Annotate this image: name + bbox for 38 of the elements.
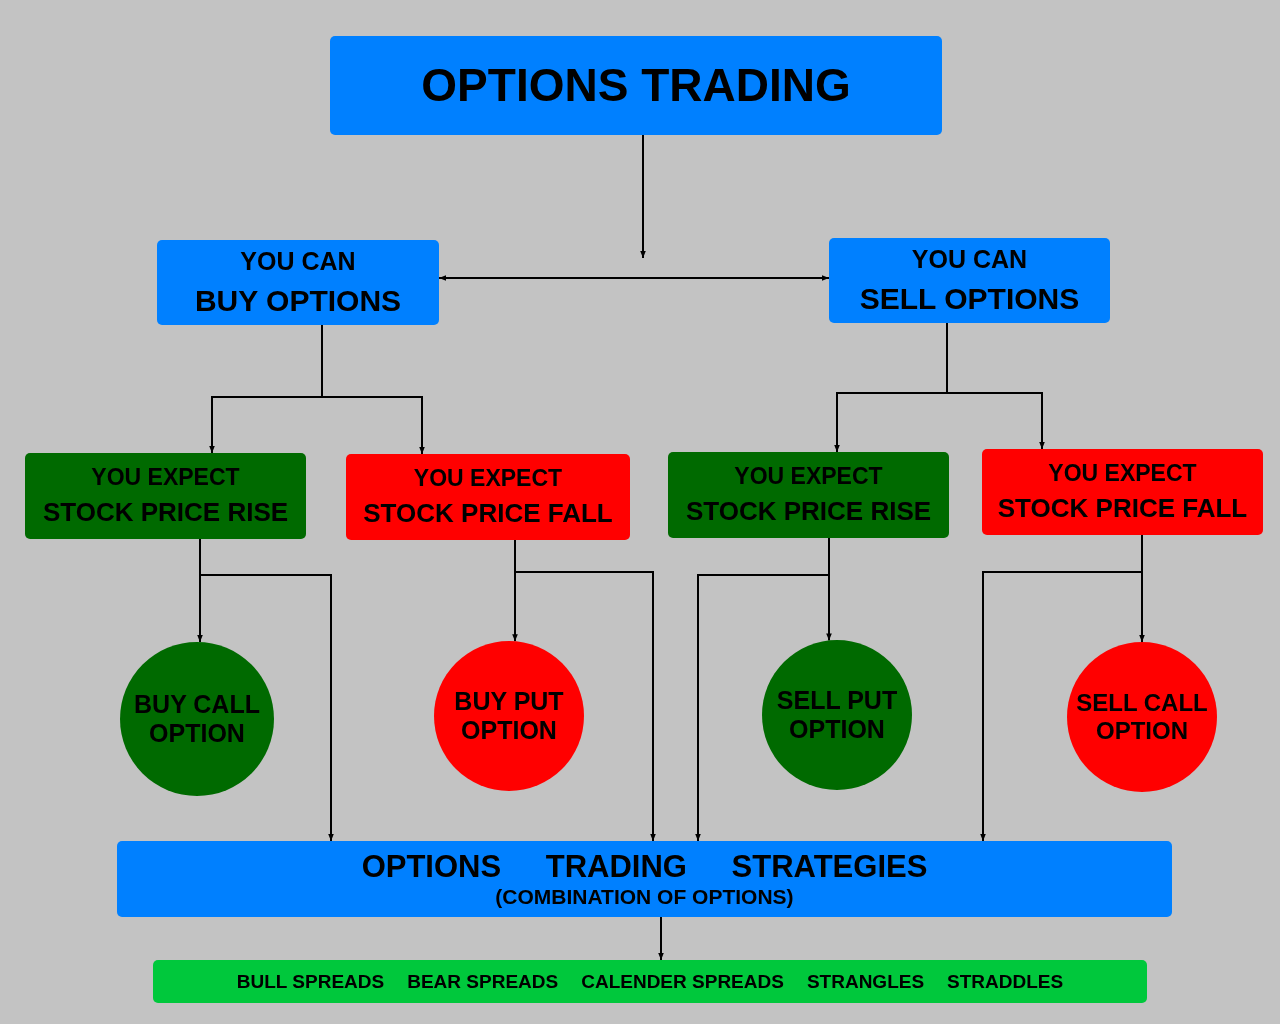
- arrow: [658, 916, 664, 961]
- strategy-label: STRANGLES: [806, 970, 925, 993]
- node-label: STOCK PRICE RISE: [42, 498, 289, 529]
- node-label: SELL OPTIONS: [859, 281, 1080, 317]
- node-heading: YOU EXPECT: [413, 464, 563, 492]
- arrow: [640, 134, 646, 259]
- arrow: [946, 322, 1045, 450]
- node-label: SELL CALL OPTION: [1075, 689, 1209, 745]
- node-heading: YOU EXPECT: [1048, 459, 1197, 487]
- node-label: BUY CALL OPTION: [133, 690, 261, 748]
- expectation-box: [25, 453, 306, 539]
- node-label: OPTIONS TRADING: [421, 59, 851, 112]
- strategies-box: [117, 841, 1172, 917]
- arrow: [438, 275, 830, 281]
- node-label: STOCK PRICE FALL: [363, 499, 613, 530]
- node-heading: YOU CAN: [911, 244, 1028, 274]
- expectation-box: [982, 449, 1263, 535]
- strategy-label: CALENDER SPREADS: [581, 970, 784, 993]
- strategy-label: BULL SPREADS: [236, 970, 385, 993]
- node-label: BUY PUT OPTION: [453, 687, 565, 745]
- strategy-label: STRADDLES: [947, 970, 1064, 993]
- node-label: SELL PUT OPTION: [775, 686, 899, 744]
- node-heading: YOU EXPECT: [734, 462, 883, 490]
- node-label: STOCK PRICE RISE: [685, 497, 932, 528]
- action-box: [829, 238, 1110, 323]
- expectation-box: [346, 454, 630, 540]
- node-label: (COMBINATION OF OPTIONS): [495, 884, 794, 909]
- action-box: [157, 240, 439, 325]
- node-heading: YOU CAN: [240, 246, 356, 276]
- node-label: BUY OPTIONS: [194, 283, 402, 319]
- title-box: [330, 36, 942, 135]
- node-label: STOCK PRICE FALL: [997, 494, 1248, 525]
- arrow: [321, 324, 425, 455]
- strategy-list-bar: [153, 960, 1147, 1003]
- strategy-label: BEAR SPREADS: [407, 970, 559, 993]
- expectation-box: [668, 452, 949, 538]
- node-heading: OPTIONS TRADING STRATEGIES: [361, 849, 928, 885]
- node-heading: YOU EXPECT: [91, 463, 240, 491]
